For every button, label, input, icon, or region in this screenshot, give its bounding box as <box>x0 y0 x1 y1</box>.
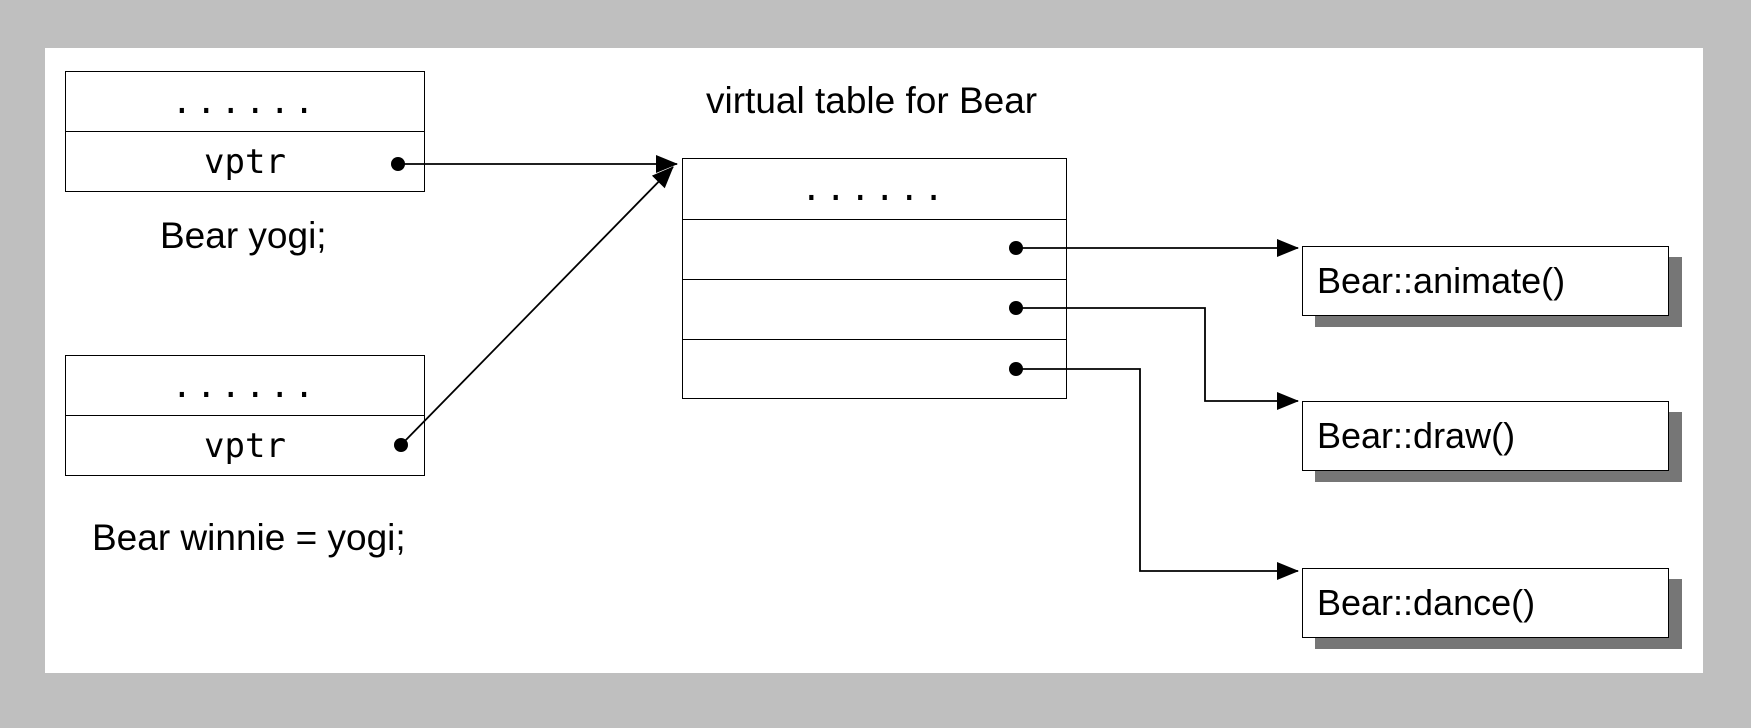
pointer-dot-winnie <box>394 438 408 452</box>
arrow-vtable-to-dance <box>1016 368 1299 580</box>
caption-yogi: Bear yogi; <box>160 215 327 256</box>
function-animate: Bear::animate() <box>1302 246 1669 316</box>
object-winnie-vptr: vptr <box>66 415 424 475</box>
object-winnie-box: ...... vptr <box>65 355 425 476</box>
object-winnie-ellipsis: ...... <box>171 365 319 406</box>
object-yogi-ellipsis: ...... <box>171 81 319 122</box>
arrow-vtable-to-draw <box>1016 307 1299 410</box>
pointer-dot-animate <box>1009 241 1023 255</box>
vtable-row-dance <box>683 339 1066 398</box>
pointer-dot-yogi <box>391 157 405 171</box>
vtable-row-ellipsis: ...... <box>801 169 948 209</box>
vtable-row-animate <box>683 219 1066 279</box>
function-dance: Bear::dance() <box>1302 568 1669 638</box>
vtable-title: virtual table for Bear <box>706 80 1038 121</box>
pointer-dot-draw <box>1009 301 1023 315</box>
vtable-box: ...... <box>682 158 1067 399</box>
object-yogi-box: ...... vptr <box>65 71 425 192</box>
object-yogi-vptr: vptr <box>66 131 424 191</box>
function-draw: Bear::draw() <box>1302 401 1669 471</box>
pointer-dot-dance <box>1009 362 1023 376</box>
caption-winnie: Bear winnie = yogi; <box>92 517 406 558</box>
arrow-winnie-to-vtable <box>400 166 674 446</box>
vtable-row-draw <box>683 279 1066 339</box>
